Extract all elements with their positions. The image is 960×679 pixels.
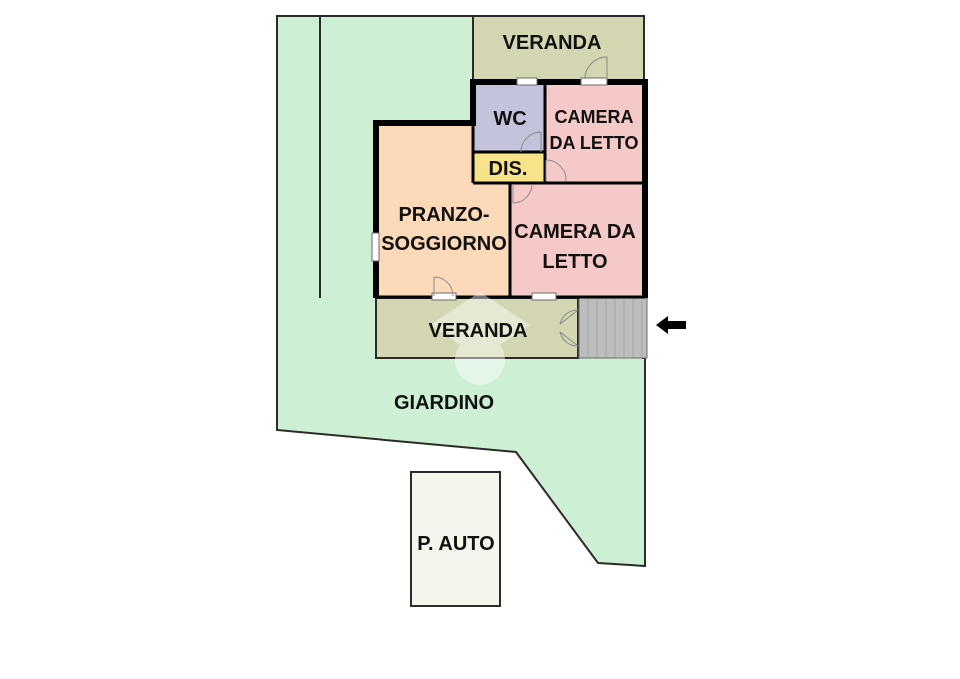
window-living-south — [431, 292, 457, 301]
veranda-bottom-area — [375, 297, 579, 359]
exterior-walls — [373, 79, 648, 298]
door-living-veranda — [433, 276, 454, 297]
door-veranda-top — [584, 56, 608, 80]
door-bedroom-large — [512, 183, 533, 204]
label-bedroom-large-1: CAMERA DA — [514, 221, 635, 243]
window-bedroom-top — [580, 77, 608, 86]
label-living-1: PRANZO- — [398, 204, 489, 226]
wc-area — [473, 82, 544, 152]
label-hall: DIS. — [489, 158, 528, 180]
label-veranda-bottom: VERANDA — [429, 320, 528, 342]
label-bedroom-small-1: CAMERA — [555, 107, 634, 127]
hall-area — [473, 152, 544, 183]
parking-area — [410, 471, 501, 607]
label-veranda-top: VERANDA — [503, 32, 602, 54]
bedroom-large-area — [510, 184, 643, 297]
arrow-left-icon — [656, 316, 686, 334]
window-wc-top — [516, 77, 538, 86]
stair-treads — [587, 299, 643, 357]
label-parking: P. AUTO — [417, 533, 494, 555]
label-living-2: SOGGIORNO — [381, 233, 507, 255]
door-veranda-entrance — [559, 309, 579, 347]
label-bedroom-small-2: DA LETTO — [550, 133, 639, 153]
label-wc: WC — [493, 108, 526, 130]
bedroom-small-area — [544, 82, 643, 184]
window-bedroom-south — [531, 292, 557, 301]
label-bedroom-large-2: LETTO — [542, 251, 607, 273]
watermark-logo — [430, 292, 530, 385]
veranda-top-area — [472, 15, 645, 83]
entrance-stairs — [578, 297, 648, 359]
interior-walls — [376, 82, 645, 299]
door-bedroom-small — [545, 159, 567, 182]
door-wc — [520, 131, 542, 153]
label-garden: GIARDINO — [394, 392, 494, 414]
window-living-west — [371, 232, 380, 262]
